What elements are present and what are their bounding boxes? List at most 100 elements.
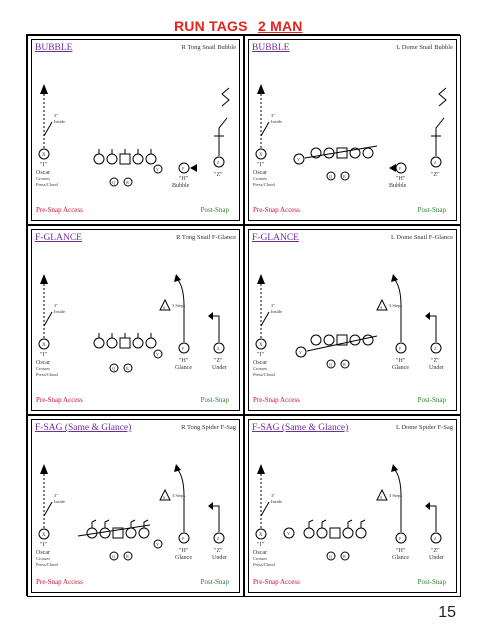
play-frame: BUBBLE R Tong Snail Bubble 3" Inside X "…	[31, 39, 240, 221]
svg-text:Press/Cloud: Press/Cloud	[253, 372, 276, 377]
svg-text:"H": "H"	[396, 548, 406, 554]
svg-text:Inside: Inside	[54, 499, 65, 504]
svg-text:Oscar: Oscar	[36, 170, 50, 176]
svg-text:Inside: Inside	[271, 499, 282, 504]
play-title: BUBBLE	[252, 43, 290, 53]
pre-snap-label: Pre-Snap Access	[253, 578, 300, 586]
svg-text:"Z": "Z"	[431, 172, 440, 178]
svg-text:"Z": "Z"	[214, 548, 223, 554]
svg-text:Q: Q	[329, 362, 332, 367]
play-call: R Tong Snail Bubble	[181, 44, 237, 51]
svg-text:Y: Y	[297, 157, 300, 162]
svg-text:Crosses: Crosses	[36, 176, 50, 181]
svg-text:Press/Cloud: Press/Cloud	[253, 562, 276, 567]
play-frame: F-SAG (Same & Glance) L Dome Spider F-Sa…	[248, 419, 457, 593]
svg-text:Oscar: Oscar	[36, 360, 50, 366]
svg-text:X: X	[42, 153, 46, 158]
svg-text:X: X	[259, 153, 263, 158]
svg-text:X: X	[259, 533, 263, 538]
svg-text:B: B	[343, 174, 346, 179]
post-snap-label: Post-Snap	[200, 206, 229, 214]
play-title: F-SAG (Same & Glance)	[35, 423, 132, 433]
play-call: R Tong Snail F-Glance	[176, 234, 236, 241]
play-title: BUBBLE	[35, 43, 73, 53]
svg-text:Oscar: Oscar	[253, 550, 267, 556]
svg-text:Crosses: Crosses	[253, 176, 267, 181]
svg-text:Press/Cloud: Press/Cloud	[36, 372, 59, 377]
svg-text:F: F	[182, 346, 185, 351]
svg-text:Z: Z	[217, 160, 220, 165]
x-sub: Inside	[54, 119, 65, 124]
svg-text:Crosses: Crosses	[36, 556, 50, 561]
svg-text:3 Steps: 3 Steps	[389, 493, 402, 498]
x-note: 3"	[54, 113, 58, 118]
svg-text:B: B	[126, 366, 129, 371]
post-snap-label: Post-Snap	[200, 396, 229, 404]
svg-text:"H": "H"	[396, 176, 406, 182]
svg-text:Inside: Inside	[271, 119, 282, 124]
play-panel-fsag-left: F-SAG (Same & Glance) L Dome Spider F-Sa…	[244, 415, 461, 597]
svg-text:F: F	[182, 166, 185, 171]
svg-text:3 Steps: 3 Steps	[389, 303, 402, 308]
svg-text:3 Steps: 3 Steps	[172, 493, 185, 498]
play-panel-bubble-left: BUBBLE L Dome Snail Bubble 3" Inside X "…	[244, 35, 461, 225]
svg-text:3": 3"	[271, 303, 275, 308]
post-snap-label: Post-Snap	[417, 396, 446, 404]
two-man-heading: 2 MAN	[258, 18, 303, 34]
svg-text:F: F	[399, 166, 402, 171]
svg-text:X: X	[42, 343, 46, 348]
svg-text:Q: Q	[329, 174, 332, 179]
pre-snap-label: Pre-Snap Access	[253, 206, 300, 214]
svg-text:Q: Q	[112, 366, 115, 371]
svg-text:F: F	[182, 536, 185, 541]
svg-text:Crosses: Crosses	[253, 366, 267, 371]
svg-text:"I": "I"	[40, 162, 47, 168]
svg-text:Y: Y	[156, 542, 159, 547]
svg-text:Press/Cloud: Press/Cloud	[36, 562, 59, 567]
svg-text:"H": "H"	[396, 358, 406, 364]
svg-text:X: X	[42, 533, 46, 538]
pre-snap-label: Pre-Snap Access	[36, 578, 83, 586]
play-diagram: 3" Inside X "I" Oscar Crosses Press/Clou…	[36, 464, 227, 567]
play-call: L Dome Snail F-Glance	[390, 234, 453, 241]
svg-text:"I": "I"	[40, 542, 47, 548]
svg-text:"I": "I"	[257, 542, 264, 548]
play-panel-fsag-right: F-SAG (Same & Glance) R Tong Spider F-Sa…	[27, 415, 244, 597]
svg-text:S: S	[380, 495, 382, 500]
play-panel-fglance-left: F-GLANCE L Dome Snail F-Glance 3" Inside…	[244, 225, 461, 415]
svg-text:"I": "I"	[257, 352, 264, 358]
svg-text:F: F	[399, 346, 402, 351]
svg-text:B: B	[343, 554, 346, 559]
svg-text:Inside: Inside	[54, 309, 65, 314]
post-snap-label: Post-Snap	[417, 206, 446, 214]
svg-text:F: F	[399, 536, 402, 541]
svg-text:3": 3"	[54, 303, 58, 308]
svg-text:Y: Y	[299, 350, 302, 355]
svg-text:Glance: Glance	[175, 555, 192, 561]
svg-text:Inside: Inside	[271, 309, 282, 314]
svg-text:"H": "H"	[179, 176, 189, 182]
play-frame: F-GLANCE L Dome Snail F-Glance 3" Inside…	[248, 229, 457, 411]
svg-text:"I": "I"	[257, 162, 264, 168]
svg-text:Y: Y	[156, 167, 159, 172]
svg-text:B: B	[126, 554, 129, 559]
svg-text:"I": "I"	[40, 352, 47, 358]
svg-text:Oscar: Oscar	[253, 360, 267, 366]
svg-text:S: S	[163, 495, 165, 500]
play-diagram: 3" Inside X "I" Oscar Crosses Press/Clou…	[253, 84, 447, 189]
svg-text:Z: Z	[434, 346, 437, 351]
svg-text:3": 3"	[54, 493, 58, 498]
svg-text:"Z": "Z"	[214, 358, 223, 364]
play-frame: BUBBLE L Dome Snail Bubble 3" Inside X "…	[248, 39, 457, 221]
play-frame: F-SAG (Same & Glance) R Tong Spider F-Sa…	[31, 419, 240, 593]
svg-text:Z: Z	[217, 346, 220, 351]
svg-text:Glance: Glance	[392, 365, 409, 371]
svg-text:"Z": "Z"	[214, 172, 223, 178]
svg-text:3 Steps: 3 Steps	[172, 303, 185, 308]
svg-text:"H": "H"	[179, 358, 189, 364]
svg-text:Crosses: Crosses	[253, 556, 267, 561]
play-diagram: 3" Inside X "I" Oscar Crosses Press/Clou…	[253, 274, 444, 377]
pre-snap-label: Pre-Snap Access	[36, 206, 83, 214]
svg-text:Press/Cloud: Press/Cloud	[253, 182, 276, 187]
svg-text:Oscar: Oscar	[253, 170, 267, 176]
